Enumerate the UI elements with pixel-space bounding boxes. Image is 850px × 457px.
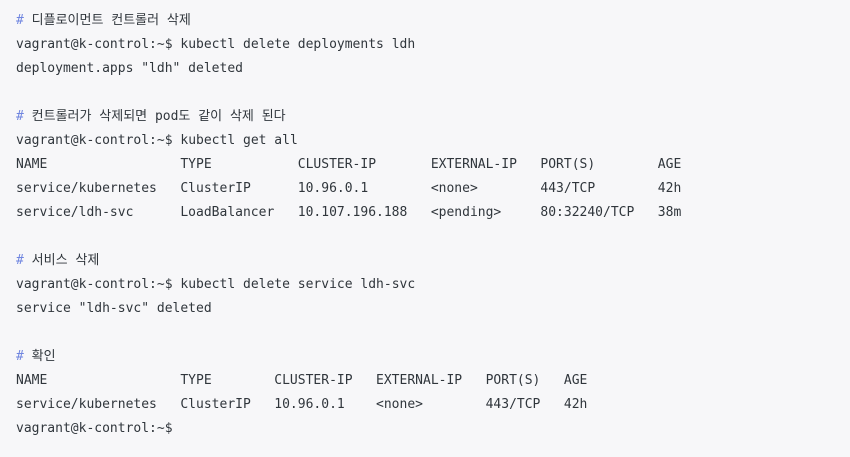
command-line: vagrant@k-control:~$ kubectl delete depl…	[16, 33, 840, 57]
table-row: service/kubernetes ClusterIP 10.96.0.1 <…	[16, 393, 840, 417]
output-line: deployment.apps "ldh" deleted	[16, 57, 840, 81]
comment-hash: #	[16, 13, 24, 28]
shell-command: kubectl get all	[180, 133, 298, 148]
output-text: service/kubernetes ClusterIP 10.96.0.1 <…	[16, 397, 588, 412]
blank-line	[16, 225, 840, 249]
output-line: service "ldh-svc" deleted	[16, 297, 840, 321]
active-prompt-line[interactable]: vagrant@k-control:~$	[16, 417, 840, 441]
output-text: service "ldh-svc" deleted	[16, 301, 212, 316]
comment-line: # 디플로이먼트 컨트롤러 삭제	[16, 9, 840, 33]
comment-hash: #	[16, 109, 24, 124]
comment-line: # 서비스 삭제	[16, 249, 840, 273]
output-text: service/ldh-svc LoadBalancer 10.107.196.…	[16, 205, 682, 220]
comment-hash: #	[16, 349, 24, 364]
shell-prompt: vagrant@k-control:~$	[16, 133, 181, 148]
comment-text: 서비스 삭제	[23, 253, 100, 268]
shell-prompt: vagrant@k-control:~$	[16, 37, 181, 52]
comment-line: # 컨트롤러가 삭제되면 pod도 같이 삭제 된다	[16, 105, 840, 129]
blank-line	[16, 321, 840, 345]
shell-prompt: vagrant@k-control:~$	[16, 277, 181, 292]
shell-command: kubectl delete deployments ldh	[180, 37, 416, 52]
output-text: deployment.apps "ldh" deleted	[16, 61, 243, 76]
comment-text: 확인	[23, 349, 56, 364]
output-text: NAME TYPE CLUSTER-IP EXTERNAL-IP PORT(S)…	[16, 373, 588, 388]
shell-command: kubectl delete service ldh-svc	[180, 277, 416, 292]
table-row: service/ldh-svc LoadBalancer 10.107.196.…	[16, 201, 840, 225]
table-header-row: NAME TYPE CLUSTER-IP EXTERNAL-IP PORT(S)…	[16, 153, 840, 177]
output-text: NAME TYPE CLUSTER-IP EXTERNAL-IP PORT(S)…	[16, 157, 682, 172]
blank-line	[16, 81, 840, 105]
command-line: vagrant@k-control:~$ kubectl delete serv…	[16, 273, 840, 297]
table-row: service/kubernetes ClusterIP 10.96.0.1 <…	[16, 177, 840, 201]
command-line: vagrant@k-control:~$ kubectl get all	[16, 129, 840, 153]
comment-text: 컨트롤러가 삭제되면 pod도 같이 삭제 된다	[23, 109, 286, 124]
comment-line: # 확인	[16, 345, 840, 369]
comment-text: 디플로이먼트 컨트롤러 삭제	[23, 13, 191, 28]
shell-prompt: vagrant@k-control:~$	[16, 421, 173, 436]
table-header-row: NAME TYPE CLUSTER-IP EXTERNAL-IP PORT(S)…	[16, 369, 840, 393]
output-text: service/kubernetes ClusterIP 10.96.0.1 <…	[16, 181, 682, 196]
comment-hash: #	[16, 253, 24, 268]
